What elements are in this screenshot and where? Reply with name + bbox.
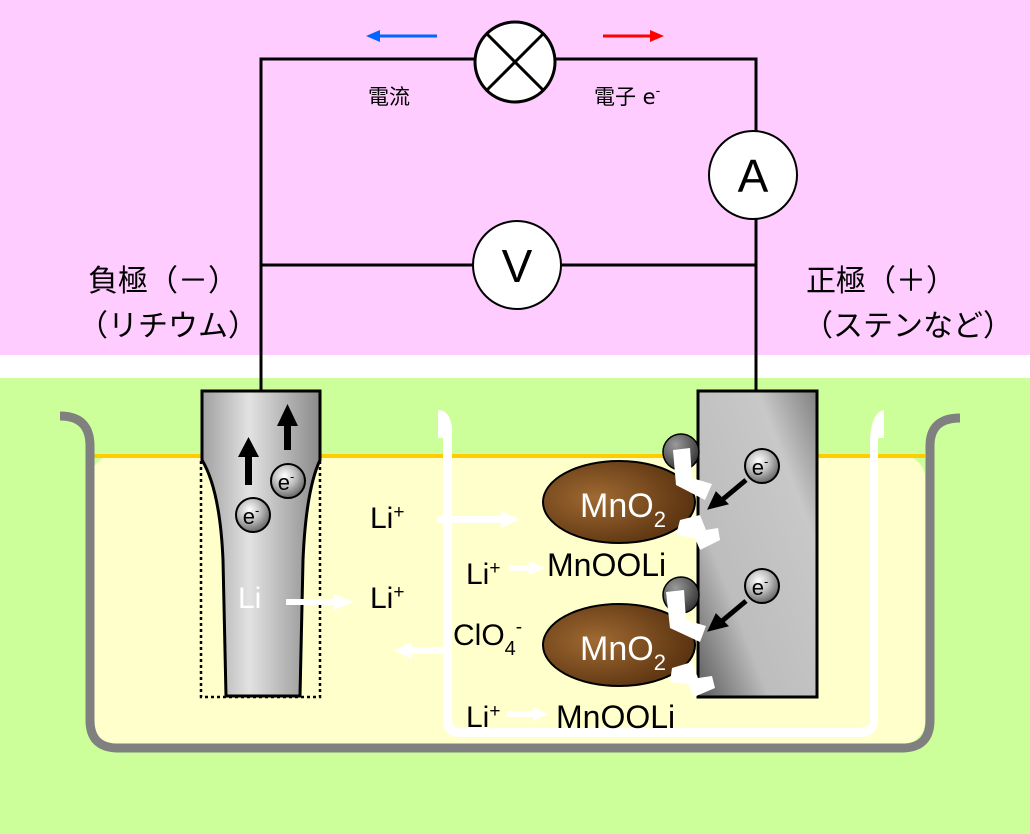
- svg-text:MnO2: MnO2: [580, 630, 666, 675]
- negative-electrode-material: （リチウム）: [78, 309, 258, 344]
- voltmeter-label: V: [502, 240, 533, 292]
- separator-band: [0, 355, 1030, 378]
- electron-particle: e-: [744, 448, 780, 484]
- electron-particle: e-: [270, 463, 306, 499]
- ammeter: A: [708, 130, 798, 220]
- ion-migration-path: [438, 410, 884, 737]
- perchlorate-ion-label: ClO4-: [453, 617, 522, 660]
- electron-transfer-arrow-icon: [707, 478, 748, 632]
- current-label: 電流: [368, 85, 410, 109]
- ammeter-label: A: [738, 150, 769, 202]
- product-label: MnOOLi: [556, 699, 675, 735]
- contact-connectors: [666, 448, 720, 697]
- electrolyte-surface: [91, 454, 925, 458]
- svg-text:e-: e-: [243, 503, 260, 529]
- svg-text:e-: e-: [752, 454, 769, 480]
- electron-direction-arrow-icon: [603, 30, 664, 42]
- beaker-container: [59, 411, 961, 753]
- positive-electrode: [696, 389, 819, 699]
- svg-text:e-: e-: [278, 469, 295, 495]
- electron-particle: e-: [235, 497, 271, 533]
- li-ion-label: Li+: [466, 701, 500, 734]
- negative-electrode-label: 負極（－）: [88, 264, 238, 299]
- positive-electrode-label: 正極（＋）: [806, 264, 956, 299]
- li-ion-label: Li+: [370, 582, 404, 615]
- li-ion-label: Li+: [370, 502, 404, 535]
- positive-electrode-material: （ステンなど）: [803, 309, 1013, 344]
- svg-text:MnO2: MnO2: [580, 487, 666, 532]
- circuit-wires: [259, 57, 758, 390]
- mno2-particle-top: MnO2: [542, 460, 696, 544]
- li-ion-label: Li+: [466, 558, 500, 591]
- product-label: MnOOLi: [547, 547, 666, 583]
- svg-text:e-: e-: [752, 574, 769, 600]
- mno2-particle-bottom: MnO2: [542, 603, 696, 687]
- current-direction-arrow-icon: [366, 30, 437, 42]
- ion-arrow-icon: [286, 511, 548, 721]
- electron-particle: e-: [744, 568, 780, 604]
- electron-label: 電子 e-: [594, 84, 661, 109]
- lamp-cross-icon: [473, 20, 557, 104]
- lithium-label: Li: [238, 582, 261, 615]
- electron-up-arrow-icon: [238, 404, 298, 485]
- voltmeter: V: [472, 220, 562, 310]
